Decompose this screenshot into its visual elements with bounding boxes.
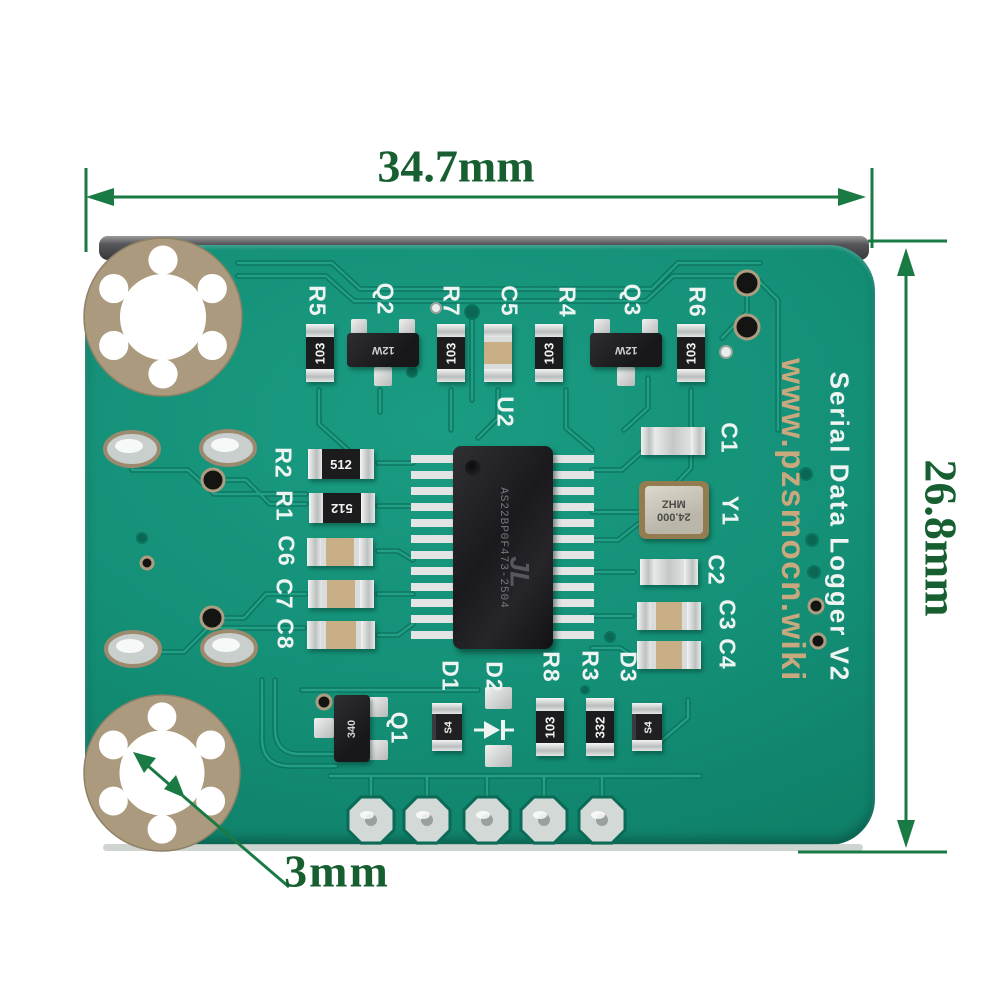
capacitor-body [322, 580, 360, 608]
solder-cap [432, 703, 462, 714]
ic-u2: AS22BP0F473-2504 JL [453, 446, 553, 649]
hole-diameter-label: 3mm [284, 845, 390, 897]
solder-pad [642, 319, 658, 335]
capacitor-c8 [307, 621, 375, 649]
resistor-r5: 103 [306, 324, 334, 382]
resistor-r2: 512 [308, 449, 374, 479]
solder-cap [677, 369, 705, 382]
solder-pad [314, 718, 334, 738]
solder-pad [617, 367, 635, 386]
capacitor-body [654, 559, 684, 585]
capacitor-c4 [637, 641, 701, 669]
solder-cap [308, 580, 322, 608]
resistor-r6: 103 [677, 324, 705, 382]
solder-cap [360, 580, 374, 608]
solder-cap [687, 641, 701, 669]
solder-cap [307, 621, 321, 649]
dimension-lines [84, 168, 947, 889]
solder-cap [309, 493, 323, 523]
solder-pad [399, 319, 415, 335]
solder-cap [684, 559, 698, 585]
solder-cap [637, 641, 651, 669]
solder-cap [359, 538, 373, 566]
d2-pad-top [485, 687, 512, 709]
crystal-y1: 24.000 MHZ [639, 481, 709, 539]
solder-pad [351, 319, 367, 335]
resistor-marking: 512 [330, 456, 352, 472]
solder-cap [361, 621, 375, 649]
solder-pad [374, 367, 392, 386]
capacitor-body [655, 427, 691, 455]
solder-cap [691, 427, 705, 455]
solder-cap [536, 743, 564, 756]
solder-cap [306, 369, 334, 382]
solder-cap [637, 602, 651, 630]
crystal-plate: 24.000 MHZ [645, 486, 703, 534]
solder-cap [432, 740, 462, 751]
resistor-r8: 103 [536, 698, 564, 756]
solder-cap [437, 324, 465, 337]
solder-pad [594, 319, 610, 335]
resistor-r7: 103 [437, 324, 465, 382]
solder-cap [308, 449, 322, 479]
solder-cap [360, 449, 374, 479]
capacitor-c5 [484, 324, 512, 382]
solder-cap [536, 698, 564, 711]
diode-d1: S4 [432, 703, 462, 751]
dimension-arrowheads [86, 188, 915, 848]
resistor-r1: 512 [309, 493, 375, 523]
capacitor-body [321, 538, 359, 566]
solder-cap [687, 602, 701, 630]
width-dimension-label: 34.7mm [377, 140, 535, 192]
solder-cap [484, 324, 512, 337]
capacitor-body [484, 337, 512, 369]
solder-cap [535, 324, 563, 337]
capacitor-body [651, 641, 687, 669]
solder-cap [640, 559, 654, 585]
mounting-holes [83, 237, 243, 852]
ic-pins-left [411, 455, 454, 645]
solder-cap [307, 538, 321, 566]
solder-cap [677, 324, 705, 337]
solder-cap [484, 369, 512, 382]
ic-pin1-dot [465, 460, 481, 476]
d2-pad-bottom [485, 745, 512, 767]
height-dimension-label: 26.8mm [915, 459, 967, 617]
solder-pad [368, 740, 388, 760]
capacitor-c6 [307, 538, 373, 566]
capacitor-body [321, 621, 361, 649]
solder-cap [535, 369, 563, 382]
solder-pad [368, 697, 388, 717]
solder-cap [632, 740, 662, 751]
solder-cap [306, 324, 334, 337]
solder-cap [632, 703, 662, 714]
oval-solder-pads [103, 429, 258, 668]
resistor-r4: 103 [535, 324, 563, 382]
solder-cap [641, 427, 655, 455]
capacitor-c7 [308, 580, 374, 608]
solder-cap [361, 493, 375, 523]
pcb-bottom-edge-shadow [103, 844, 863, 851]
solder-cap [586, 743, 614, 756]
capacitor-c3 [637, 602, 701, 630]
castellated-pads [346, 795, 627, 845]
resistor-r3: 332 [586, 698, 614, 756]
capacitor-body [651, 602, 687, 630]
solder-cap [586, 698, 614, 711]
capacitor-c2 [640, 559, 698, 585]
capacitor-c1 [641, 427, 705, 455]
ic-pins-right [551, 455, 594, 645]
d2-diode-symbol [474, 720, 514, 740]
solder-cap [437, 369, 465, 382]
vias-and-holes [136, 269, 827, 711]
diode-d3: S4 [632, 703, 662, 751]
